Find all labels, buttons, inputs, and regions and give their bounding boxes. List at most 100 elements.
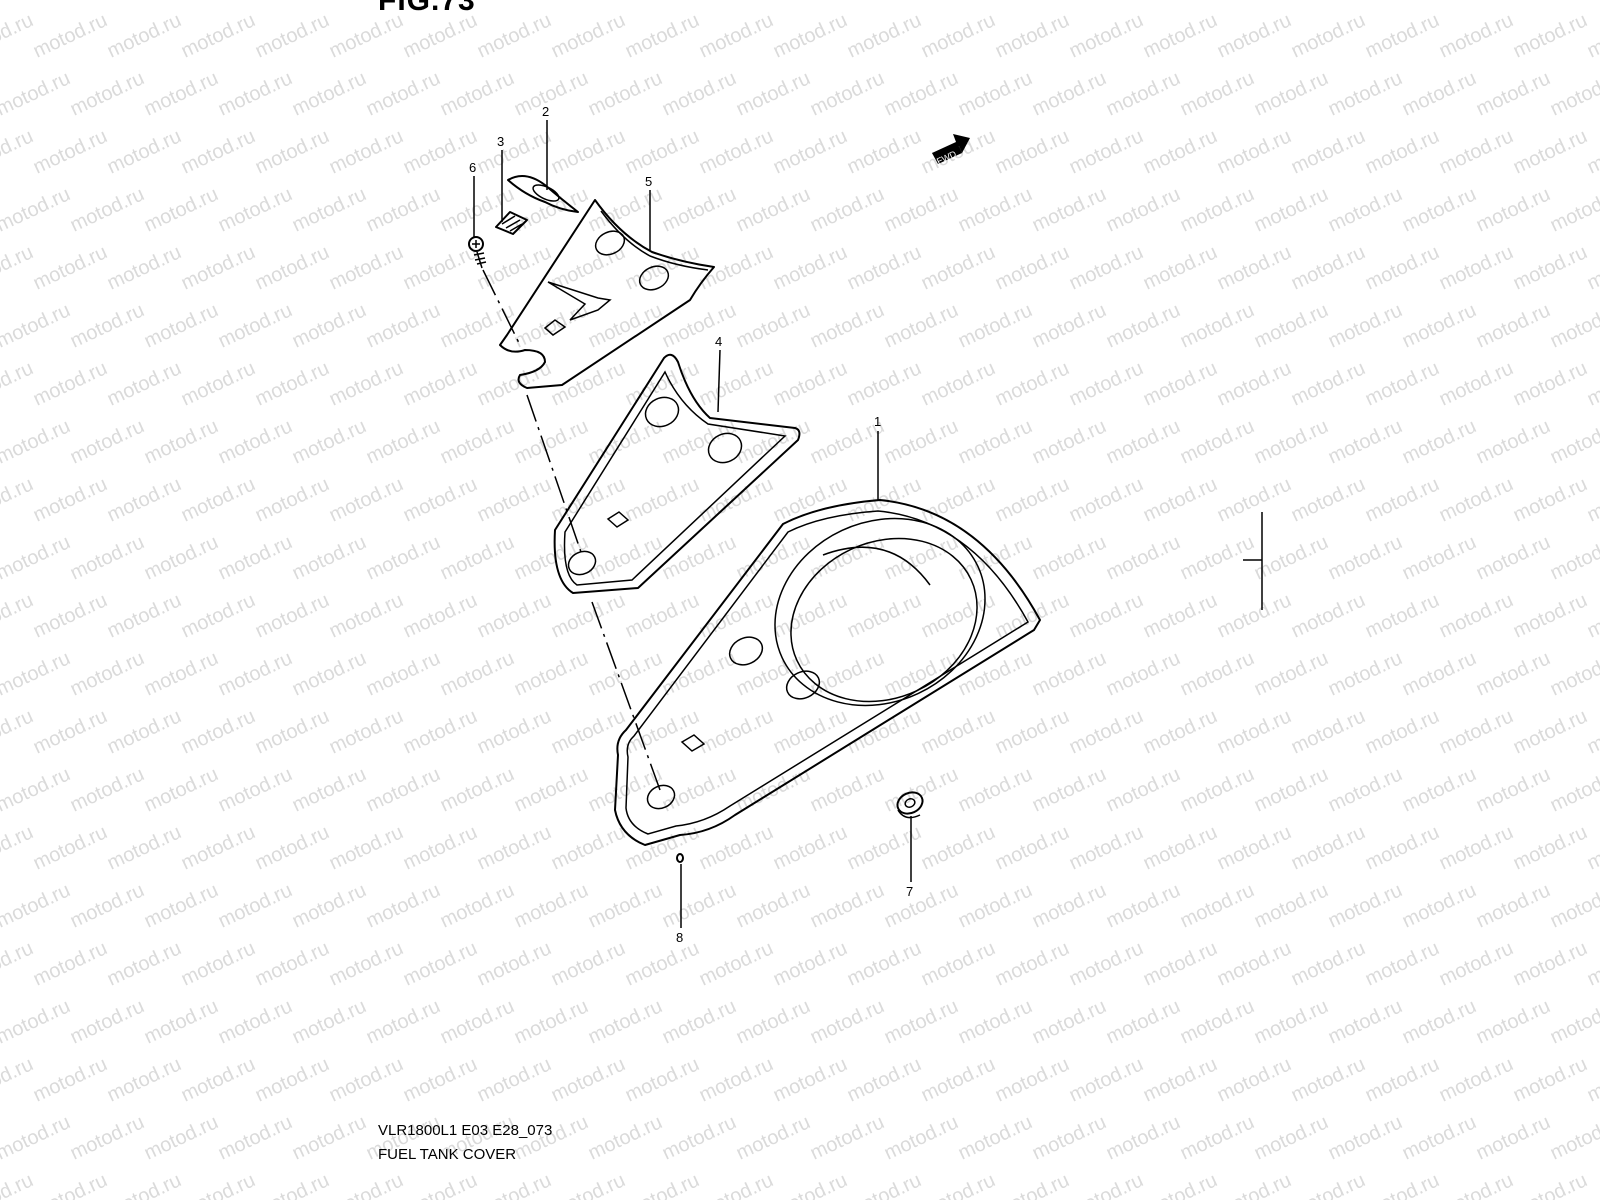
watermark-text: motod.ru (844, 241, 925, 294)
watermark-text: motod.ru (215, 299, 296, 352)
watermark-text: motod.ru (881, 183, 962, 236)
watermark-text: motod.ru (1547, 0, 1600, 5)
watermark-text: motod.ru (881, 879, 962, 932)
watermark-text: motod.ru (622, 1053, 703, 1106)
watermark-text: motod.ru (659, 299, 740, 352)
part-1-fuel-tank-cover (614, 499, 1041, 846)
watermark-text: motod.ru (1140, 125, 1221, 178)
watermark-text: motod.ru (0, 357, 37, 410)
watermark-text: motod.ru (992, 357, 1073, 410)
watermark-text: motod.ru (178, 125, 259, 178)
watermark-text: motod.ru (807, 763, 888, 816)
watermark-text: motod.ru (141, 647, 222, 700)
watermark-text: motod.ru (1510, 125, 1591, 178)
watermark-text: motod.ru (252, 125, 333, 178)
watermark-text: motod.ru (474, 589, 555, 642)
watermark-text: motod.ru (141, 531, 222, 584)
watermark-text: motod.ru (1140, 937, 1221, 990)
watermark-text: motod.ru (1288, 241, 1369, 294)
watermark-text: motod.ru (437, 415, 518, 468)
watermark-text: motod.ru (955, 0, 1036, 5)
watermark-text: motod.ru (807, 879, 888, 932)
watermark-text: motod.ru (67, 0, 148, 5)
watermark-text: motod.ru (992, 125, 1073, 178)
watermark-text: motod.ru (67, 299, 148, 352)
watermark-text: motod.ru (363, 67, 444, 120)
watermark-text: motod.ru (733, 415, 814, 468)
watermark-text: motod.ru (363, 299, 444, 352)
watermark-text: motod.ru (511, 0, 592, 5)
watermark-text: motod.ru (1510, 589, 1591, 642)
watermark-text: motod.ru (474, 1169, 555, 1200)
watermark-text: motod.ru (1103, 299, 1184, 352)
watermark-text: motod.ru (1547, 647, 1600, 700)
watermark-text: motod.ru (1510, 705, 1591, 758)
watermark-text: motod.ru (141, 995, 222, 1048)
watermark-text: motod.ru (992, 1053, 1073, 1106)
watermark-text: motod.ru (252, 589, 333, 642)
watermark-text: motod.ru (363, 183, 444, 236)
watermark-text: motod.ru (548, 473, 629, 526)
watermark-text: motod.ru (289, 879, 370, 932)
watermark-text: motod.ru (696, 241, 777, 294)
watermark-text: motod.ru (363, 995, 444, 1048)
watermark-text: motod.ru (363, 647, 444, 700)
watermark-text: motod.ru (1510, 473, 1591, 526)
watermark-text: motod.ru (1473, 531, 1554, 584)
watermark-text: motod.ru (215, 763, 296, 816)
watermark-text: motod.ru (511, 299, 592, 352)
watermark-text: motod.ru (918, 705, 999, 758)
watermark-text: motod.ru (992, 241, 1073, 294)
watermark-text: motod.ru (1214, 1053, 1295, 1106)
watermark-text: motod.ru (215, 183, 296, 236)
watermark-text: motod.ru (585, 995, 666, 1048)
watermark-text: motod.ru (1436, 9, 1517, 62)
watermark-text: motod.ru (67, 763, 148, 816)
watermark-text: motod.ru (326, 473, 407, 526)
watermark-text: motod.ru (30, 1053, 111, 1106)
watermark-text: motod.ru (1547, 995, 1600, 1048)
watermark-text: motod.ru (1473, 183, 1554, 236)
watermark-text: motod.ru (0, 879, 74, 932)
watermark-text: motod.ru (326, 241, 407, 294)
watermark-text: motod.ru (1584, 821, 1600, 874)
watermark-text: motod.ru (0, 415, 74, 468)
watermark-text: motod.ru (0, 1169, 37, 1200)
watermark-text: motod.ru (1140, 473, 1221, 526)
watermark-text: motod.ru (1473, 415, 1554, 468)
watermark-text: motod.ru (1103, 1111, 1184, 1164)
watermark-text: motod.ru (104, 473, 185, 526)
watermark-text: motod.ru (0, 67, 74, 120)
watermark-text: motod.ru (289, 415, 370, 468)
watermark-text: motod.ru (1436, 705, 1517, 758)
watermark-text: motod.ru (1399, 1111, 1480, 1164)
watermark-text: motod.ru (1399, 299, 1480, 352)
watermark-text: motod.ru (0, 937, 37, 990)
watermark-text: motod.ru (918, 937, 999, 990)
assembly-line-gasket-cover (591, 601, 661, 791)
watermark-text: motod.ru (1362, 1053, 1443, 1106)
watermark-text: motod.ru (807, 995, 888, 1048)
callout-4: 4 (715, 334, 722, 349)
watermark-text: motod.ru (1177, 763, 1258, 816)
watermark-text: motod.ru (0, 1053, 37, 1106)
watermark-text: motod.ru (252, 1053, 333, 1106)
watermark-text: motod.ru (363, 415, 444, 468)
watermark-text: motod.ru (1473, 995, 1554, 1048)
watermark-text: motod.ru (326, 125, 407, 178)
watermark-text: motod.ru (289, 647, 370, 700)
watermark-text: motod.ru (1288, 125, 1369, 178)
watermark-text: motod.ru (252, 473, 333, 526)
watermark-text: motod.ru (67, 879, 148, 932)
watermark-text: motod.ru (1066, 1169, 1147, 1200)
watermark-text: motod.ru (807, 299, 888, 352)
watermark-text: motod.ru (252, 821, 333, 874)
watermark-text: motod.ru (141, 1111, 222, 1164)
watermark-text: motod.ru (1103, 67, 1184, 120)
watermark-text: motod.ru (474, 1053, 555, 1106)
watermark-text: motod.ru (733, 0, 814, 5)
callout-labels: 1 2 3 4 5 6 7 8 (469, 104, 913, 945)
watermark-text: motod.ru (1547, 183, 1600, 236)
watermark-text: motod.ru (1547, 763, 1600, 816)
caption-part-name: FUEL TANK COVER (378, 1146, 517, 1163)
